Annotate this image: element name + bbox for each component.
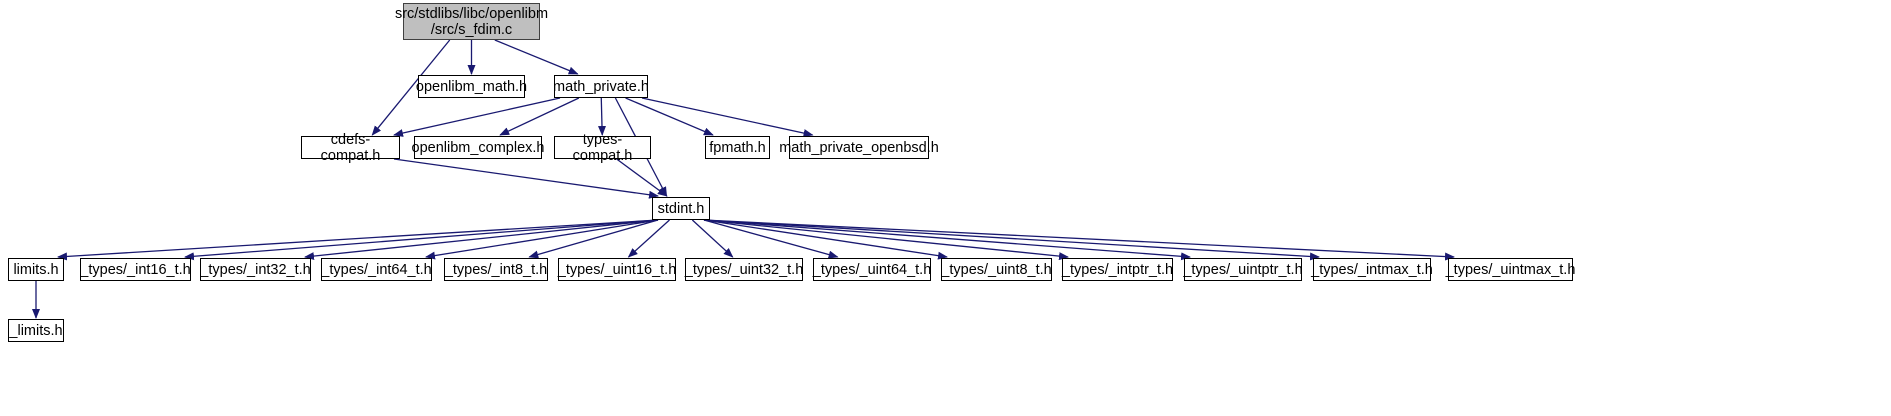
graph-edge-math_private-to-types_compat: [597, 97, 606, 136]
graph-node-uintmax[interactable]: _types/_uintmax_t.h: [1446, 258, 1575, 281]
graph-edge-stdint-to-uintmax: [703, 219, 1455, 261]
graph-node-openlibm_complex[interactable]: openlibm_complex.h: [412, 136, 545, 159]
graph-node-_limits[interactable]: _limits.h: [8, 319, 64, 342]
graph-node-uint32[interactable]: _types/_uint32_t.h: [685, 258, 803, 281]
graph-edge-types_compat-to-stdint: [616, 158, 668, 197]
graph-edge-stdint-to-limits: [57, 219, 659, 261]
graph-node-int64[interactable]: _types/_int64_t.h: [321, 258, 432, 281]
graph-edge-stdint-to-intptr: [703, 219, 1069, 261]
graph-node-fpmath[interactable]: fpmath.h: [705, 136, 770, 159]
graph-node-math_private_obsd[interactable]: math_private_openbsd.h: [779, 136, 939, 159]
graph-node-root[interactable]: src/stdlibs/libc/openlibm /src/s_fdim.c: [395, 3, 548, 40]
graph-edge-math_private-to-math_private_obsd: [641, 97, 814, 138]
graph-node-uint64[interactable]: _types/_uint64_t.h: [813, 258, 931, 281]
graph-edge-cdefs_compat-to-stdint: [393, 158, 659, 199]
graph-node-intmax[interactable]: _types/_intmax_t.h: [1311, 258, 1433, 281]
graph-node-uintptr[interactable]: _types/_uintptr_t.h: [1183, 258, 1303, 281]
graph-edge-stdint-to-int32: [304, 219, 659, 261]
graph-node-intptr[interactable]: _types/_intptr_t.h: [1062, 258, 1173, 281]
graph-node-uint16[interactable]: _types/_uint16_t.h: [558, 258, 676, 281]
graph-edge-math_private-to-cdefs_compat: [393, 97, 561, 137]
graph-node-int8[interactable]: _types/_int8_t.h: [444, 258, 548, 281]
graph-edge-stdint-to-intmax: [703, 219, 1320, 261]
graph-edge-stdint-to-uint16: [627, 219, 670, 258]
graph-node-int16[interactable]: _types/_int16_t.h: [80, 258, 191, 281]
graph-edge-math_private-to-fpmath: [625, 97, 714, 136]
graph-edge-math_private-to-openlibm_complex: [499, 97, 580, 136]
graph-node-types_compat[interactable]: types-compat.h: [554, 132, 651, 164]
graph-edge-stdint-to-uint64: [703, 219, 839, 259]
graph-node-math_private[interactable]: math_private.h: [553, 75, 649, 98]
graph-edge-stdint-to-uintptr: [703, 219, 1191, 261]
graph-node-stdint[interactable]: stdint.h: [652, 197, 710, 220]
graph-node-cdefs_compat[interactable]: cdefs-compat.h: [301, 132, 400, 164]
graph-node-openlibm_math[interactable]: openlibm_math.h: [416, 75, 527, 98]
graph-node-uint8[interactable]: _types/_uint8_t.h: [941, 258, 1052, 281]
graph-edge-root-to-math_private: [494, 39, 579, 75]
graph-edge-stdint-to-uint8: [703, 219, 948, 260]
graph-node-limits[interactable]: limits.h: [8, 258, 64, 281]
graph-edge-stdint-to-int64: [425, 219, 659, 260]
graph-edge-stdint-to-int8: [528, 219, 659, 259]
graph-edge-stdint-to-uint32: [691, 219, 734, 258]
graph-node-int32[interactable]: _types/_int32_t.h: [200, 258, 311, 281]
graph-edge-stdint-to-int16: [184, 219, 659, 261]
